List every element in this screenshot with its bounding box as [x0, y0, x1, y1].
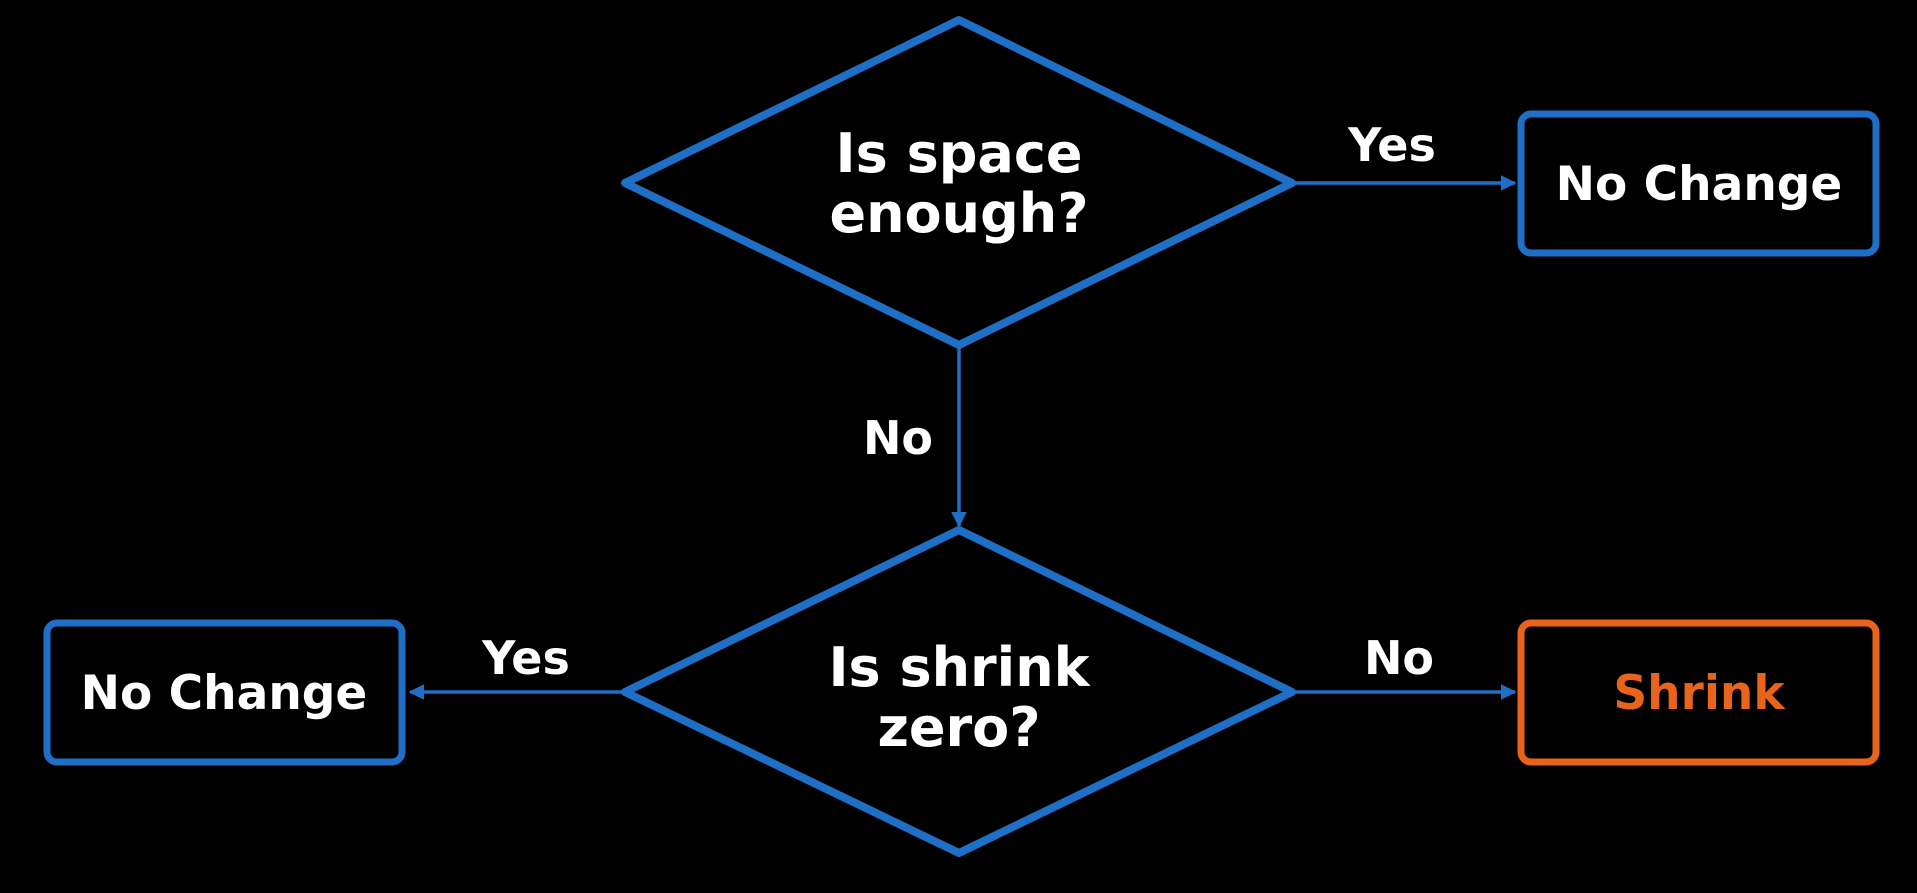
edge-label-shrink-yes: Yes: [481, 631, 570, 685]
edge-label-space-yes: Yes: [1347, 118, 1436, 172]
decision-shrink-diamond: [621, 526, 1296, 857]
outcome-right-label: Shrink: [1613, 666, 1786, 721]
outcome-top-right-box: [1517, 110, 1880, 257]
outcome-left-label: No Change: [81, 666, 368, 721]
decision-shrink-label-line2: zero?: [877, 696, 1040, 759]
decision-space-label-line2: enough?: [829, 182, 1088, 245]
outcome-right-box: [1517, 619, 1880, 766]
decision-space-diamond: [621, 16, 1296, 349]
outcome-left-box: [43, 619, 406, 766]
decision-space-label-line1: Is space: [836, 122, 1083, 185]
decision-shrink-label-line1: Is shrink: [828, 636, 1090, 699]
edge-label-space-no: No: [863, 411, 933, 465]
edge-label-shrink-no: No: [1364, 631, 1434, 685]
outcome-top-right-label: No Change: [1556, 157, 1843, 212]
